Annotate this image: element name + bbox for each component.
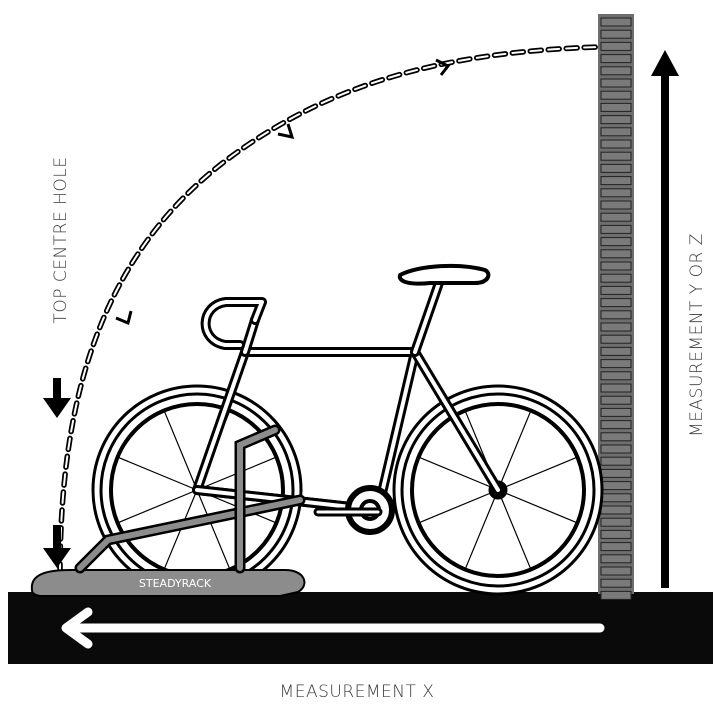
- brick: [600, 163, 632, 173]
- brick: [600, 371, 632, 381]
- brick: [600, 298, 632, 308]
- steadyrack: STEADYRACK: [30, 424, 306, 597]
- brick: [600, 420, 632, 430]
- brick: [600, 566, 632, 576]
- arrow-left-icon: [61, 607, 605, 649]
- rack-brand-label: STEADYRACK: [139, 577, 212, 590]
- brick: [600, 322, 632, 332]
- arrow-down-icon: [43, 378, 71, 568]
- brick: [600, 468, 632, 478]
- spoke: [497, 409, 532, 491]
- brick: [600, 237, 632, 247]
- brick: [600, 432, 632, 442]
- brick: [600, 102, 632, 112]
- brick: [600, 249, 632, 259]
- spoke: [116, 456, 198, 491]
- brick: [600, 529, 632, 539]
- brick: [600, 29, 632, 39]
- brick: [600, 54, 632, 64]
- brick: [600, 41, 632, 51]
- brick: [600, 176, 632, 186]
- brick: [600, 517, 632, 527]
- brick: [600, 481, 632, 491]
- brick: [600, 542, 632, 552]
- brick: [600, 90, 632, 100]
- spoke: [417, 489, 499, 524]
- front-wheel: [392, 384, 604, 596]
- brick: [600, 383, 632, 393]
- brick: [600, 334, 632, 344]
- brick: [600, 127, 632, 137]
- arrow-up-icon: [651, 50, 679, 588]
- brick: [600, 139, 632, 149]
- brick: [600, 590, 632, 600]
- spoke: [417, 456, 499, 491]
- spoke: [497, 489, 579, 524]
- spoke: [196, 489, 231, 571]
- brick: [600, 407, 632, 417]
- brick: [600, 66, 632, 76]
- brick: [600, 359, 632, 369]
- top-centre-hole-label: TOP CENTRE HOLE: [51, 157, 71, 324]
- brick: [600, 456, 632, 466]
- brick: [600, 493, 632, 503]
- brick: [600, 505, 632, 515]
- brick: [600, 578, 632, 588]
- brick: [600, 151, 632, 161]
- spoke: [116, 489, 198, 524]
- brick: [600, 261, 632, 271]
- brick: [600, 444, 632, 454]
- saddle: [397, 263, 491, 286]
- measurement-x-label: MEASUREMENT X: [280, 682, 435, 702]
- brick: [600, 310, 632, 320]
- brick: [600, 285, 632, 295]
- spoke: [497, 456, 579, 491]
- chainring: [313, 485, 395, 535]
- brick: [600, 212, 632, 222]
- brick: [600, 224, 632, 234]
- brick: [600, 78, 632, 88]
- spoke: [464, 489, 499, 571]
- brick: [600, 273, 632, 283]
- brick: [600, 200, 632, 210]
- brick: [600, 17, 632, 27]
- wall-column: [598, 14, 634, 600]
- brick: [600, 346, 632, 356]
- measurement-y-or-z-label: MEASUREMENT Y OR Z: [687, 233, 707, 437]
- brick: [600, 188, 632, 198]
- brick: [600, 395, 632, 405]
- spoke: [497, 489, 532, 571]
- swing-arc: [57, 44, 601, 578]
- handlebar: [200, 297, 267, 350]
- brick: [600, 115, 632, 125]
- brick: [600, 554, 632, 564]
- spoke: [163, 409, 198, 491]
- bicycle: [91, 263, 604, 596]
